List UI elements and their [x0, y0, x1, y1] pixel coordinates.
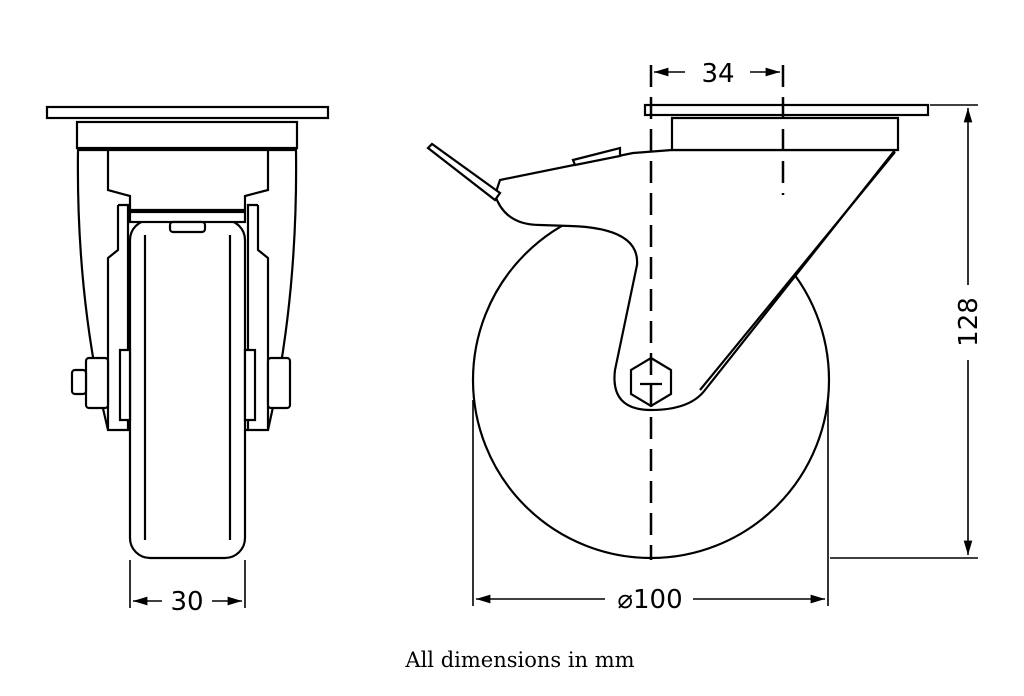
top-plate — [45, 105, 330, 120]
wheel-front — [128, 218, 247, 560]
brake-pad — [168, 220, 207, 234]
brake-lever — [571, 146, 622, 167]
fork-side — [493, 148, 898, 412]
nut-right — [266, 356, 292, 410]
extension-lines-128 — [830, 104, 978, 559]
wheel-tread — [143, 235, 232, 540]
nut-left — [84, 356, 110, 410]
brake-housing — [106, 148, 270, 212]
extension-lines-100 — [472, 400, 829, 606]
swivel-race-side — [670, 116, 900, 152]
fork-arm-edge — [699, 151, 896, 391]
brake-pedal — [426, 142, 502, 202]
swivel-race — [75, 120, 299, 150]
dimension-wheel-diameter: ⌀100 — [617, 585, 682, 615]
dimension-pivot-offset: 34 — [701, 59, 734, 89]
dimension-overall-height: 128 — [954, 297, 984, 347]
extension-lines-30 — [129, 560, 246, 608]
front-view: 30 — [45, 105, 330, 617]
caption: All dimensions in mm — [405, 648, 635, 672]
side-view: 34 128 ⌀100 — [426, 59, 984, 615]
bolt-end — [70, 368, 88, 396]
dimension-wheel-width: 30 — [170, 587, 203, 617]
axle-bar — [128, 210, 247, 224]
hub — [118, 348, 257, 422]
top-plate-side — [643, 103, 930, 117]
